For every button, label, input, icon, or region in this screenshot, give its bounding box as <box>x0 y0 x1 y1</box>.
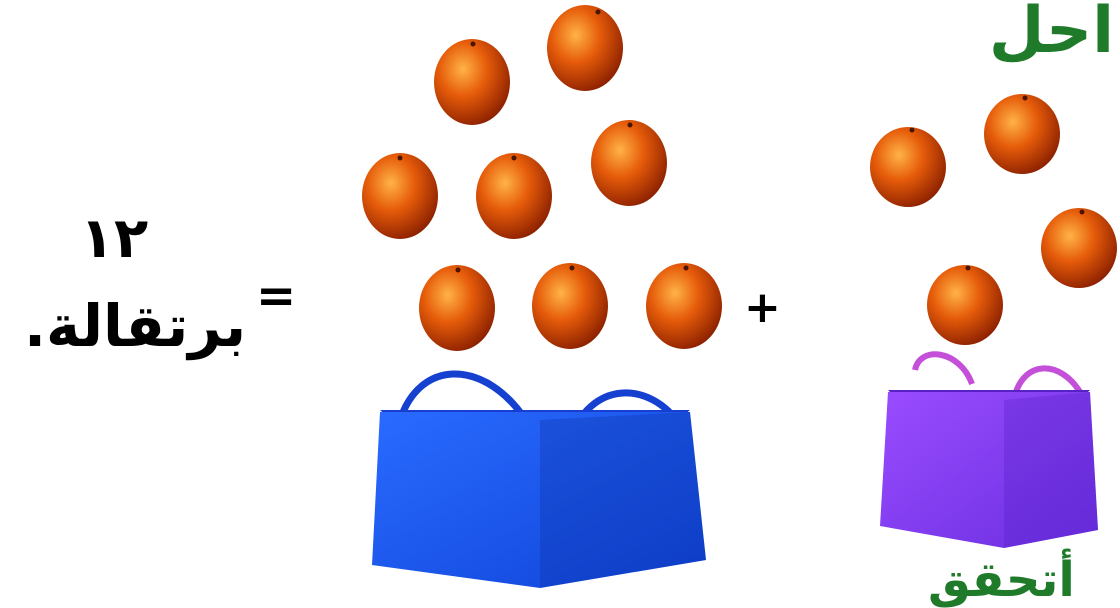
math-illustration <box>362 5 1117 588</box>
orange-icon <box>434 39 510 125</box>
orange-group-right <box>870 94 1117 345</box>
orange-icon <box>870 127 946 207</box>
orange-icon <box>547 5 623 91</box>
orange-icon <box>532 263 608 349</box>
orange-icon <box>362 153 438 239</box>
orange-icon <box>646 263 722 349</box>
orange-icon <box>927 265 1003 345</box>
orange-icon <box>419 265 495 351</box>
equals-sign: = <box>256 268 297 324</box>
orange-group-middle <box>362 5 722 351</box>
orange-icon <box>984 94 1060 174</box>
orange-icon <box>591 120 667 206</box>
answer-number: ١٢ <box>79 206 149 271</box>
purple-bag-icon <box>880 351 1098 548</box>
plus-sign: + <box>744 282 781 333</box>
page-title: احل <box>988 0 1114 68</box>
answer-unit: برتقالة. <box>24 292 247 360</box>
orange-icon <box>476 153 552 239</box>
bottom-heading: أتحقق <box>928 552 1075 608</box>
blue-bag-icon <box>372 370 706 588</box>
orange-icon <box>1041 208 1117 288</box>
